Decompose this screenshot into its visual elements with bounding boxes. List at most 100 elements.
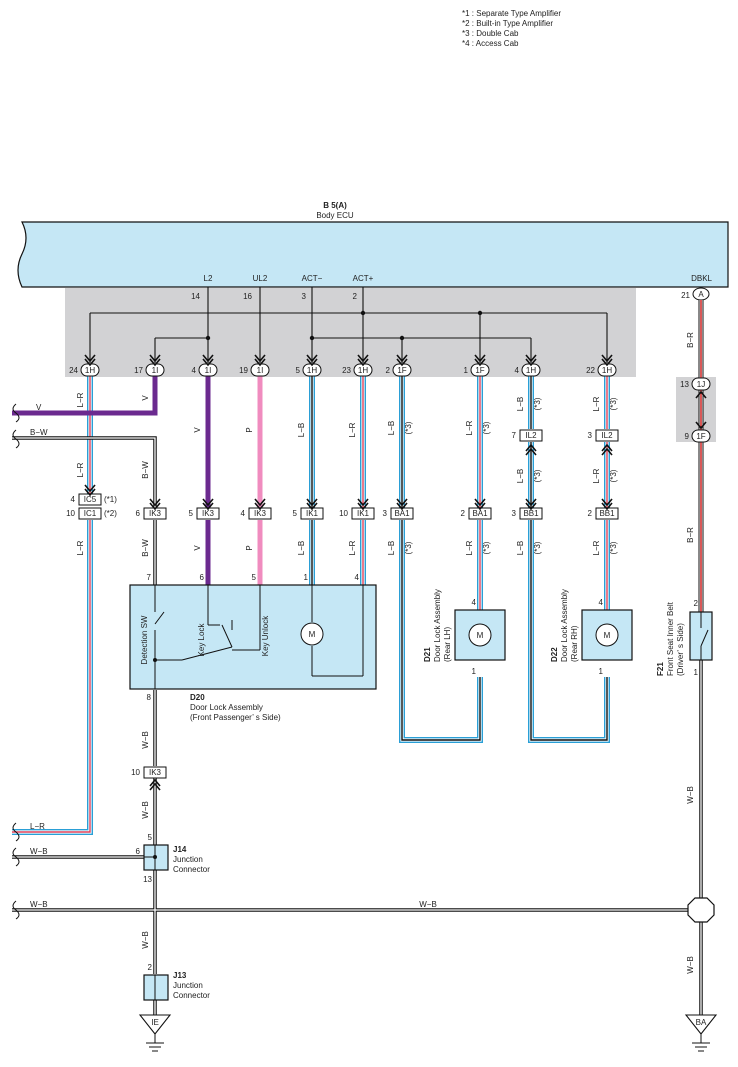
j14-code: J14 [173, 845, 187, 854]
d22-door-lock-rear-rh: M 4 1 D22 Door Lock Assembly (Rear RH) [550, 589, 633, 676]
svg-text:IK3: IK3 [149, 509, 162, 518]
svg-text:2: 2 [588, 509, 593, 518]
svg-text:22: 22 [586, 366, 595, 375]
label-wb-mid: W−B [419, 900, 437, 909]
svg-text:1J: 1J [697, 380, 705, 389]
j14-pin-6: 6 [136, 847, 141, 856]
label-v-4: V [193, 545, 202, 551]
inline-connectors: IC5 4 (*1) IC1 10 (*2) IK3 6 IK3 5 IK3 4… [66, 429, 619, 779]
ecu-name: Body ECU [316, 211, 354, 220]
junction-block-shade [65, 288, 636, 377]
label-v-left: V [36, 403, 42, 412]
d20-pin-6: 6 [200, 573, 205, 582]
d21-name-1: Door Lock Assembly [433, 589, 442, 662]
label-lr-2: L−R [76, 462, 85, 477]
d20-pin-4: 4 [355, 573, 360, 582]
note-1: *1 : Separate Type Amplifier [462, 9, 562, 18]
svg-text:1H: 1H [526, 366, 536, 375]
connector-1h-5: 1H 5 [296, 363, 322, 377]
svg-text:(*2): (*2) [104, 509, 117, 518]
label-lr-5: L−R [348, 540, 357, 555]
svg-text:23: 23 [342, 366, 351, 375]
ecu-connector-a-label: A [698, 290, 704, 299]
svg-text:BA1: BA1 [472, 509, 488, 518]
connector-1f-9: 1F 9 [685, 429, 711, 443]
label-lb-1: L−B [297, 423, 306, 437]
svg-text:7: 7 [512, 431, 517, 440]
inline-ic5: IC5 4 (*1) [71, 493, 117, 506]
svg-text:2: 2 [386, 366, 391, 375]
svg-text:BA1: BA1 [394, 509, 410, 518]
inline-ic1: IC1 10 (*2) [66, 507, 117, 520]
note-3-b: (*3) [404, 541, 413, 554]
d20-key-unlock: Key Unlock [261, 615, 270, 656]
connector-1h-23: 1H 23 [342, 363, 373, 377]
connector-1j-13: 1J 13 [680, 377, 711, 391]
svg-text:IK1: IK1 [306, 509, 319, 518]
label-br-2: B−R [686, 527, 695, 543]
connector-1i-4: 1I 4 [192, 363, 218, 377]
note-3-a: (*3) [404, 421, 413, 434]
label-wb-left-1: W−B [30, 847, 48, 856]
d20-pin-5: 5 [252, 573, 257, 582]
connector-row: 1H 24 1I 17 1I 4 1I 19 1H 5 1H 23 [69, 363, 711, 443]
svg-text:BB1: BB1 [599, 509, 615, 518]
svg-text:IC5: IC5 [84, 495, 97, 504]
f21-pin-1: 1 [694, 668, 699, 677]
svg-text:17: 17 [134, 366, 143, 375]
note-3-c: (*3) [482, 421, 491, 434]
internal-bus [89, 287, 608, 363]
d20-name-1: Door Lock Assembly [190, 703, 263, 712]
d22-motor: M [604, 631, 611, 640]
label-p-1: P [245, 427, 254, 432]
inline-ik3-10: IK3 10 [131, 766, 167, 779]
j14-name-2: Connector [173, 865, 210, 874]
svg-text:3: 3 [588, 431, 593, 440]
label-lb-5: L−B [516, 397, 525, 411]
svg-text:BA: BA [696, 1018, 707, 1027]
d20-detection-sw: Detection SW [140, 615, 149, 664]
d20-code: D20 [190, 693, 205, 702]
inline-ik3-5: IK3 5 [189, 507, 220, 520]
svg-text:3: 3 [383, 509, 388, 518]
j13-code: J13 [173, 971, 187, 980]
ecu-pin-num-act-plus: 2 [353, 292, 358, 301]
connector-1f-1: 1F 1 [464, 363, 490, 377]
svg-text:24: 24 [69, 366, 78, 375]
ground-splice-octagon [687, 897, 715, 923]
svg-text:IL2: IL2 [601, 431, 613, 440]
svg-text:(*1): (*1) [104, 495, 117, 504]
d22-code: D22 [550, 647, 559, 662]
inline-bb1-2: BB1 2 [588, 507, 619, 520]
svg-text:IK1: IK1 [357, 509, 370, 518]
label-lr-1: L−R [76, 392, 85, 407]
wire-lr-left [12, 376, 93, 835]
svg-text:1I: 1I [205, 366, 212, 375]
wire-lb-rear-rh [528, 376, 610, 743]
ecu-pin-act-minus: ACT− [302, 274, 323, 283]
inline-il2-3: IL2 3 [588, 429, 619, 442]
notes-legend: *1 : Separate Type Amplifier *2 : Built-… [462, 9, 561, 49]
d20-name-2: (Front Passenger’ s Side) [190, 713, 281, 722]
svg-text:4: 4 [192, 366, 197, 375]
label-wb-3: W−B [141, 931, 150, 949]
f21-front-seat-inner-belt: 2 1 F21 Front Seat Inner Belt (Driver’ s… [656, 599, 713, 677]
f21-pin-2: 2 [694, 599, 699, 608]
note-3-h: (*3) [609, 397, 618, 410]
ecu-pin-l2: L2 [204, 274, 213, 283]
svg-text:1F: 1F [696, 432, 705, 441]
connector-1h-22: 1H 22 [586, 363, 617, 377]
label-lr-4: L−R [348, 422, 357, 437]
ecu-pin-ul2: UL2 [253, 274, 268, 283]
label-lr-9: L−R [592, 468, 601, 483]
svg-text:3: 3 [512, 509, 517, 518]
inline-ik1-5: IK1 5 [293, 507, 324, 520]
d20-motor: M [309, 630, 316, 639]
svg-text:BB1: BB1 [523, 509, 539, 518]
d21-motor: M [477, 631, 484, 640]
wire-bw-inner [12, 437, 156, 508]
svg-text:1H: 1H [85, 366, 95, 375]
label-lb-3: L−B [387, 421, 396, 435]
label-lb-4: L−B [387, 541, 396, 555]
inline-bb1-3: BB1 3 [512, 507, 543, 520]
